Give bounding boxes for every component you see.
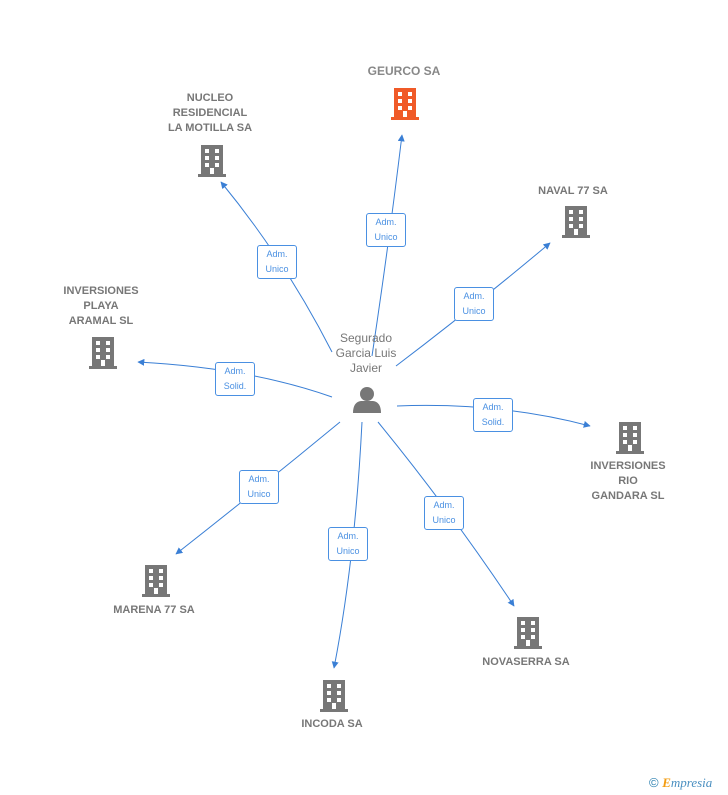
role-box-marena: Adm. Unico: [239, 470, 279, 504]
footer-brand[interactable]: © Empresia: [649, 775, 712, 791]
building-icon-rio: [616, 422, 644, 454]
building-icon-incoda: [320, 680, 348, 712]
building-icon-marena: [142, 565, 170, 597]
role-box-incoda: Adm. Unico: [328, 527, 368, 561]
role-box-nucleo: Adm. Unico: [257, 245, 297, 279]
company-label-rio[interactable]: INVERSIONES RIO GANDARA SL: [590, 460, 666, 502]
role-box-naval: Adm. Unico: [454, 287, 494, 321]
role-box-playa: Adm. Solid.: [215, 362, 255, 396]
company-label-marena[interactable]: MARENA 77 SA: [113, 604, 195, 616]
building-icon-novaserra: [514, 617, 542, 649]
role-box-geurco: Adm. Unico: [366, 213, 406, 247]
company-label-naval[interactable]: NAVAL 77 SA: [538, 185, 608, 197]
building-icons: [89, 88, 644, 712]
edge-geurco: [371, 134, 405, 357]
building-icon-playa: [89, 337, 117, 369]
person-icon: [353, 387, 381, 413]
company-label-incoda[interactable]: INCODA SA: [301, 718, 363, 730]
role-box-novaserra: Adm. Unico: [424, 496, 464, 530]
brand-logo-initial: E: [662, 775, 671, 790]
company-label-novaserra[interactable]: NOVASERRA SA: [482, 656, 570, 668]
copyright-symbol: ©: [649, 775, 659, 790]
building-icon-geurco: [391, 88, 419, 120]
building-icon-nucleo: [198, 145, 226, 177]
building-icon-naval: [562, 206, 590, 238]
brand-logo-text: mpresia: [670, 775, 713, 790]
company-label-geurco[interactable]: GEURCO SA: [367, 64, 441, 78]
company-label-playa[interactable]: INVERSIONES PLAYA ARAMAL SL: [63, 285, 139, 327]
person-name-label[interactable]: Segurado Garcia Luis Javier: [335, 331, 397, 375]
company-label-nucleo[interactable]: NUCLEO RESIDENCIAL LA MOTILLA SA: [167, 92, 253, 134]
role-box-rio: Adm. Solid.: [473, 398, 513, 432]
